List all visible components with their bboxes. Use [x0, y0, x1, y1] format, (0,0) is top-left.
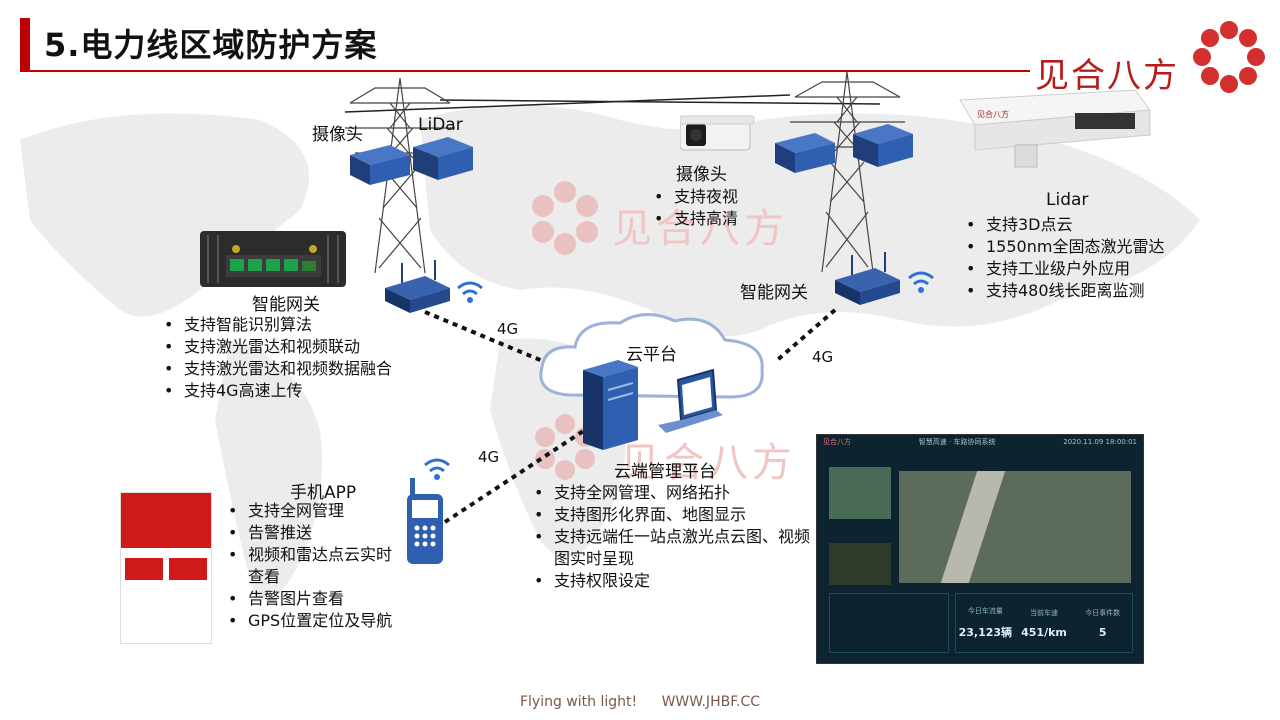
mobile-app-features: 支持全网管理告警推送视频和雷达点云实时查看告警图片查看GPS位置定位及导航 [224, 500, 404, 632]
right-camera-label: 摄像头 [676, 165, 727, 185]
cloud-mgmt-feature-item: 支持全网管理、网络拓扑 [530, 482, 820, 504]
server-laptop-icon [583, 360, 723, 450]
app-feature-item: 告警图片查看 [224, 588, 404, 610]
right-power-tower [790, 72, 905, 272]
dashboard-screenshot: 见合八方 智慧高速 · 车路协同系统 2020.11.09 18:00:01 今… [816, 434, 1144, 664]
camera-feature-item: 支持夜视 [650, 186, 738, 208]
dashboard-stat: 当前车速 451/km [1015, 594, 1074, 652]
cloud-mgmt-features: 支持全网管理、网络拓扑支持图形化界面、地图显示支持远端任一站点激光点云图、视频图… [530, 482, 820, 592]
dashboard-pointcloud-thumb [829, 543, 891, 585]
lidar-features: 支持3D点云1550nm全固态激光雷达支持工业级户外应用支持480线长距离监测 [962, 214, 1164, 302]
left-lidar-label: LiDar [418, 115, 463, 135]
footer: Flying with light! WWW.JHBF.CC [0, 694, 1280, 710]
watermark-logo-icon-2 [535, 414, 595, 480]
bullet-camera-image [680, 115, 755, 151]
app-feature-item: 支持全网管理 [224, 500, 404, 522]
cloud-platform-label: 云平台 [626, 345, 677, 365]
dashboard-stat: 今日事件数 5 [1073, 594, 1132, 652]
lidar-product-label: Lidar [1046, 190, 1089, 210]
title-underline [20, 70, 1030, 72]
camera-feature-item: 支持高清 [650, 208, 738, 230]
lidar-feature-item: 支持480线长距离监测 [962, 280, 1164, 302]
watermark-text-2: 见合八方 [620, 440, 796, 486]
phone-4g-label: 4G [478, 448, 500, 466]
left-gateway-features: 支持智能识别算法支持激光雷达和视频联动支持激光雷达和视频数据融合支持4G高速上传 [160, 314, 392, 402]
brand-name: 见合八方 [1035, 56, 1179, 96]
dashboard-stats: 今日车流量 23,123辆 当前车速 451/km 今日事件数 5 [829, 593, 1133, 653]
right-gateway-label: 智能网关 [740, 283, 808, 303]
right-camera-features: 支持夜视支持高清 [650, 186, 738, 230]
right-wifi-icon [908, 271, 934, 293]
left-lidar-icon [413, 137, 473, 180]
mobile-app-label: 手机APP [290, 483, 357, 503]
dashboard-title: 智慧高速 · 车路协同系统 [918, 438, 996, 446]
gateway-feature-item: 支持4G高速上传 [160, 380, 392, 402]
svg-text:见合八方: 见合八方 [977, 109, 1009, 119]
lidar-feature-item: 支持工业级户外应用 [962, 258, 1164, 280]
right-4g-label: 4G [812, 348, 834, 366]
left-camera-label: 摄像头 [312, 125, 363, 145]
cloud-mgmt-feature-item: 支持权限设定 [530, 570, 820, 592]
lidar-feature-item: 1550nm全固态激光雷达 [962, 236, 1164, 258]
cloud-mgmt-feature-item: 支持图形化界面、地图显示 [530, 504, 820, 526]
right-camera-icon [775, 133, 835, 173]
page-title: 5.电力线区域防护方案 [44, 26, 378, 64]
dashboard-stat: 今日车流量 23,123辆 [956, 594, 1015, 652]
watermark-logo-icon [532, 181, 598, 255]
lidar-product-image: 见合八方 [959, 89, 1151, 168]
gateway-feature-item: 支持智能识别算法 [160, 314, 392, 336]
dashboard-video-thumb [829, 467, 891, 519]
left-gateway-icon [385, 260, 450, 313]
dashboard-stat-label: 今日事件数 [1085, 608, 1121, 617]
title-accent-bar [20, 18, 30, 72]
lidar-feature-item: 支持3D点云 [962, 214, 1164, 236]
dashboard-main-video [899, 471, 1131, 583]
left-wifi-icon [457, 281, 483, 303]
dashboard-stat-value: 23,123辆 [958, 626, 1013, 639]
left-camera-icon [350, 145, 410, 185]
dashboard-logo: 见合八方 [823, 438, 851, 446]
cloud-mgmt-label: 云端管理平台 [614, 462, 716, 482]
dashboard-time: 2020.11.09 18:00:01 [1063, 438, 1137, 446]
app-feature-item: 视频和雷达点云实时查看 [224, 544, 404, 588]
app-feature-item: 告警推送 [224, 522, 404, 544]
right-lidar-icon [853, 124, 913, 167]
dashboard-stat-value: 451/km [1021, 625, 1067, 639]
app-feature-item: GPS位置定位及导航 [224, 610, 404, 632]
dashboard-stat-label: 当前车速 [1030, 608, 1058, 617]
gateway-feature-item: 支持激光雷达和视频联动 [160, 336, 392, 358]
footer-site: WWW.JHBF.CC [661, 694, 760, 710]
dashboard-stat-value: 5 [1098, 625, 1107, 639]
footer-slogan: Flying with light! [519, 694, 638, 710]
left-4g-label: 4G [497, 320, 519, 338]
walkie-phone-icon [407, 478, 443, 564]
mobile-app-screenshot [120, 492, 212, 644]
right-gateway-icon [835, 252, 900, 305]
brand-logo-icon [1193, 21, 1265, 93]
cloud-mgmt-feature-item: 支持远端任一站点激光点云图、视频图实时呈现 [530, 526, 820, 570]
dashboard-stat-label: 今日车流量 [967, 607, 1003, 615]
left-gateway-label: 智能网关 [252, 295, 320, 315]
gateway-feature-item: 支持激光雷达和视频数据融合 [160, 358, 392, 380]
gateway-hardware-image [200, 231, 346, 287]
phone-wifi-icon [424, 458, 450, 480]
